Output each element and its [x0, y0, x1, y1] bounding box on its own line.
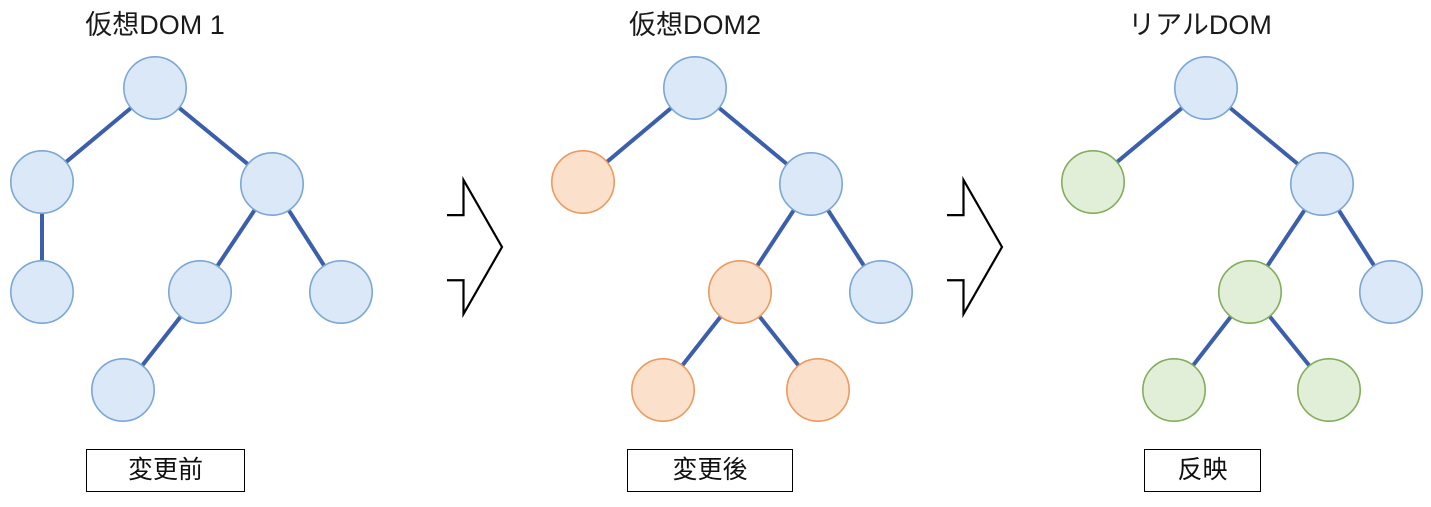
tree-edge [1265, 207, 1307, 269]
tree-edge [755, 207, 796, 269]
tree-node-blue [308, 259, 373, 324]
tree-node-blue [168, 259, 233, 324]
caption-box-before: 変更前 [86, 449, 245, 492]
tree-node-green [1142, 357, 1207, 422]
tree-edge [716, 105, 790, 167]
tree-edge [1227, 105, 1301, 167]
tree-node-orange [550, 150, 615, 215]
tree-node-green [1297, 357, 1362, 422]
tree-node-blue [1174, 55, 1239, 121]
tree-node-blue [1290, 152, 1355, 217]
tree-node-blue [778, 152, 843, 217]
tree-edge [63, 105, 134, 165]
tree-edge [680, 314, 723, 368]
tree-node-blue [848, 259, 913, 324]
tree-edges-virtual-dom-2 [604, 105, 867, 368]
tree-edge [1336, 208, 1377, 268]
caption-box-after: 変更後 [627, 449, 793, 492]
tree-node-orange [785, 357, 850, 422]
tree-node-blue [9, 259, 75, 324]
tree-edge [825, 208, 867, 268]
tree-nodes-virtual-dom-2 [550, 55, 913, 422]
arrow-1-right-arrow-icon [447, 175, 504, 319]
tree-node-green [1061, 150, 1126, 215]
panel-title-real-dom: リアルDOM [1128, 10, 1272, 40]
tree-edge [1114, 105, 1185, 165]
tree-edge [140, 314, 183, 368]
tree-node-blue [91, 357, 156, 422]
panel-title-virtual-dom-1: 仮想DOM 1 [85, 10, 225, 40]
tree-edge [215, 207, 257, 269]
tree-node-blue [662, 55, 727, 121]
caption-box-reflected: 反映 [1144, 449, 1261, 492]
arrow-2-right-arrow-icon [947, 175, 1004, 319]
tree-edge [1190, 314, 1234, 368]
tree-node-orange [707, 259, 772, 324]
tree-node-blue [9, 150, 75, 215]
tree-nodes-virtual-dom-1 [9, 55, 373, 422]
tree-edge [286, 208, 327, 268]
tree-edge [1267, 314, 1312, 368]
tree-edges-virtual-dom-1 [40, 105, 327, 368]
tree-nodes-real-dom [1061, 55, 1424, 422]
tree-node-blue [123, 55, 188, 121]
tree-node-orange [630, 357, 695, 422]
tree-node-green [1218, 259, 1283, 324]
tree-edges-real-dom [1114, 105, 1377, 368]
tree-edge [176, 105, 251, 167]
tree-edge [757, 314, 801, 368]
tree-edge [604, 105, 674, 165]
tree-node-blue [1359, 259, 1424, 324]
panel-title-virtual-dom-2: 仮想DOM2 [628, 10, 762, 40]
tree-node-blue [240, 152, 305, 217]
